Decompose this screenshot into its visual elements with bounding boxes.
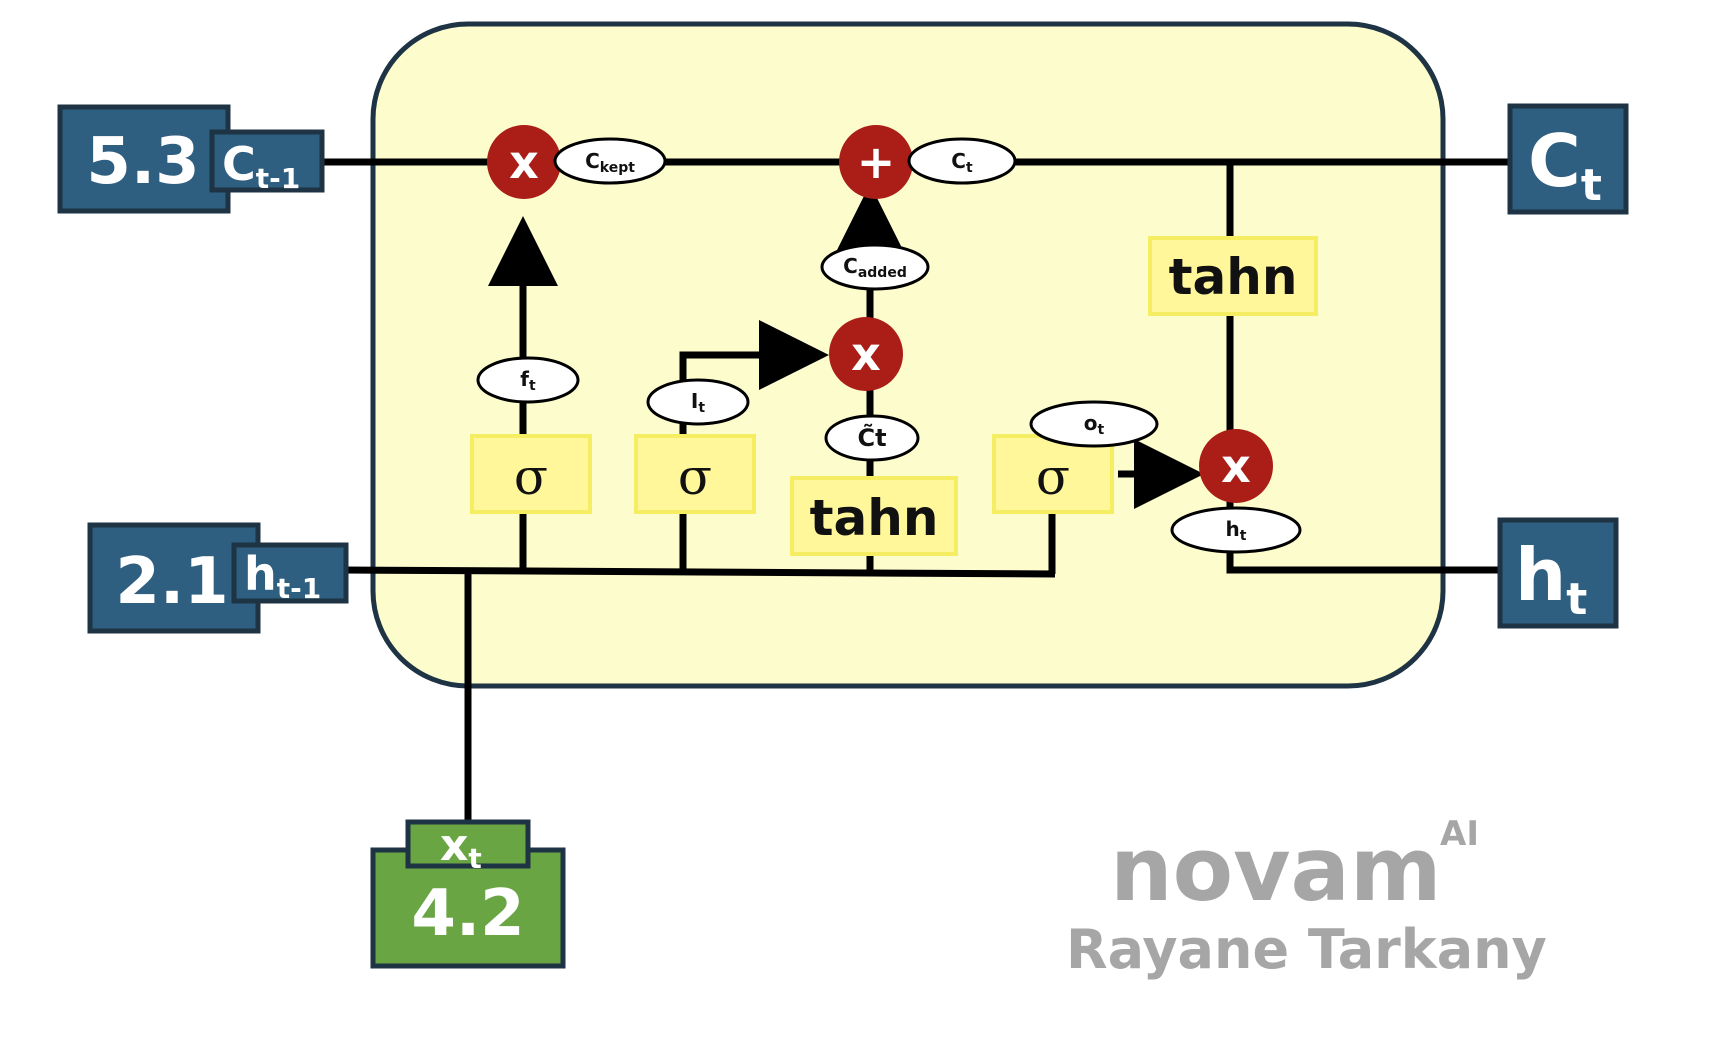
oval-c-kept: Ckept [553,137,667,185]
c-prev-value-box [57,104,231,214]
svg-text:C̃t: C̃t [857,424,886,452]
output-multiply-symbol: x [1221,439,1251,493]
output-gate: σ [992,434,1114,514]
c-t-output-symbol: Ct [1528,119,1602,211]
c-prev-symbol-box [209,129,325,193]
lstm-cell-body [370,21,1446,689]
x-t-value: 4.2 [411,877,524,951]
output-c-t: Ct [1507,103,1629,215]
x-t-symbol-box [405,819,531,869]
cell-tanh-gate: tahn [1148,236,1318,316]
x-t-symbol: xt [440,820,482,875]
svg-text:Ckept: Ckept [585,149,635,176]
svg-text:ht: ht [1226,517,1247,544]
watermark-author: Rayane Tarkany [1066,918,1547,981]
input-h-prev: 2.1 ht-1 [87,522,349,634]
input-gate-sigma: σ [678,448,712,506]
output-multiply-op: x [1199,429,1273,503]
h-t-output-symbol: ht [1515,533,1587,625]
candidate-tanh-gate: tahn [790,476,958,556]
output-gate-sigma: σ [1036,448,1070,506]
h-prev-symbol-box [231,542,349,604]
input-multiply-symbol: x [851,327,881,381]
svg-text:Cadded: Cadded [843,254,907,281]
c-prev-symbol: Ct-1 [222,137,300,195]
watermark-brand: novam [1110,818,1442,921]
oval-c-t: Ct [907,137,1017,185]
svg-text:ot: ot [1084,411,1105,438]
forget-multiply-op: x [487,125,561,199]
candidate-tanh-label: tahn [810,489,939,547]
oval-i-t: It [646,378,750,426]
x-t-value-box [370,847,566,969]
input-multiply-op: x [829,317,903,391]
h-t-output-box [1497,517,1619,629]
forget-gate-sigma: σ [514,448,548,506]
add-symbol: + [857,135,896,189]
svg-text:It: It [691,389,705,416]
h-prev-value: 2.1 [115,545,228,619]
input-gate: σ [634,434,756,514]
svg-text:Ct: Ct [951,149,973,176]
h-prev-symbol: ht-1 [244,547,321,605]
input-c-prev: 5.3 Ct-1 [57,104,325,214]
add-op: + [839,125,913,199]
h-prev-value-box [87,522,261,634]
watermark: novam AI Rayane Tarkany [1066,814,1547,981]
watermark-brand-suffix: AI [1440,814,1479,854]
c-prev-value: 5.3 [86,125,199,199]
input-x-t: 4.2 xt [370,819,566,969]
oval-c-added: Cadded [820,243,930,291]
oval-o-t: ot [1029,400,1159,448]
cell-tanh-label: tahn [1169,248,1298,306]
forget-multiply-symbol: x [509,135,539,189]
c-t-output-box [1507,103,1629,215]
oval-c-tilde: C̃t [824,414,920,462]
output-h-t: ht [1497,517,1619,629]
oval-f-t: ft [476,356,580,404]
forget-gate: σ [470,434,592,514]
oval-h-t: ht [1170,506,1302,554]
svg-text:ft: ft [520,367,536,394]
